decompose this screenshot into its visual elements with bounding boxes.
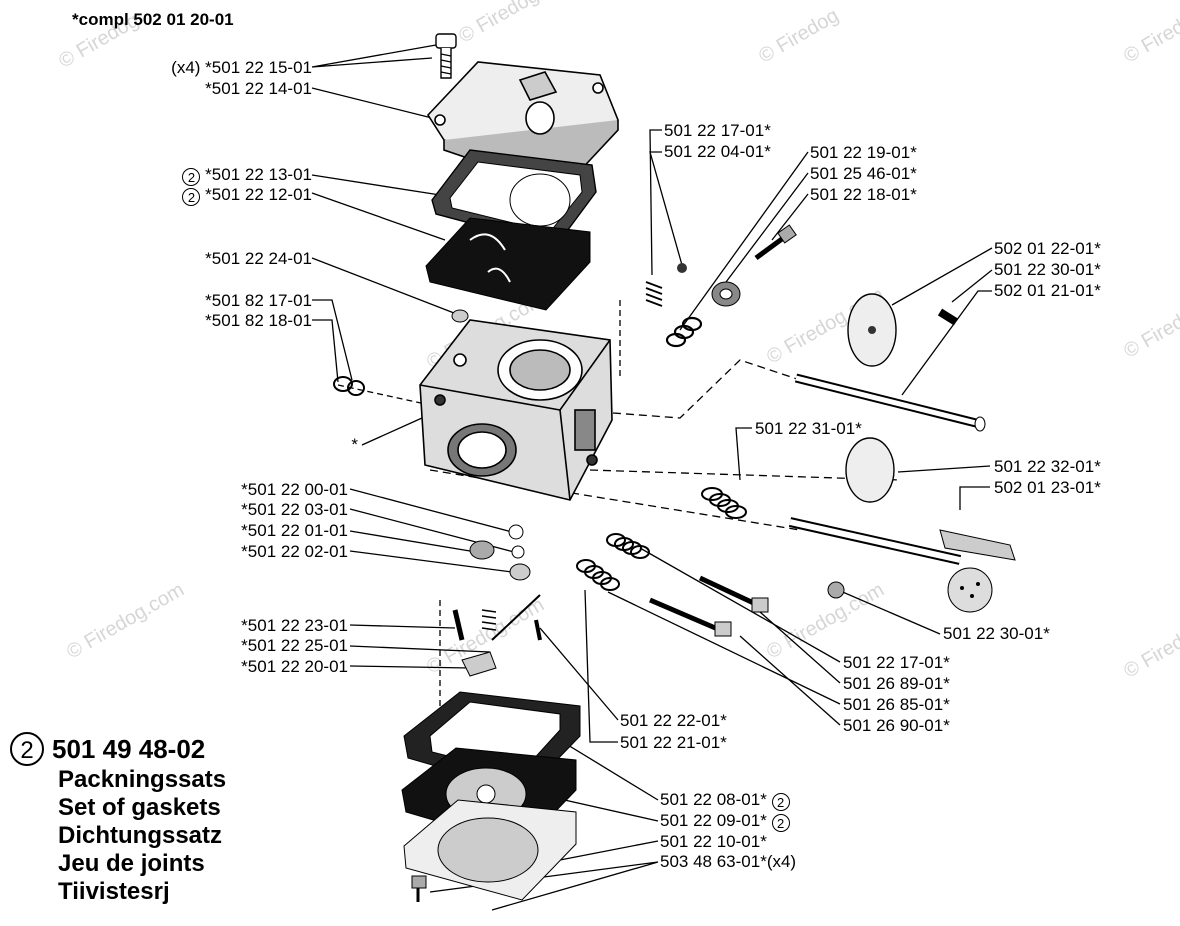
part-label: 501 22 17-01* [843,653,950,672]
part-label: *501 22 23-01 [241,616,348,635]
part-label: (x4) *501 22 15-01 [171,58,312,77]
part-label: 501 25 46-01* [810,164,917,183]
part-label: 502 01 23-01* [994,478,1101,497]
part-label: 501 22 22-01* [620,711,727,730]
part-label: *501 22 14-01 [205,79,312,98]
part-label: 501 22 09-01* 2 [660,812,790,832]
gasket-kit-name-fi: Tiivistesrj [58,878,170,905]
gasket-kit-number-row: 2 501 49 48-02 [10,732,226,766]
gasket-kit-name-fr: Jeu de joints [58,850,205,877]
part-label: *501 82 18-01 [205,311,312,330]
part-number: *501 22 12-01 [205,185,312,204]
part-number: 501 22 09-01* [660,811,767,830]
gasket-kit-mark: 2 [182,188,201,206]
gasket-kit-name-en: Set of gaskets [58,794,221,821]
gasket-kit-mark: 2 [771,793,790,811]
part-label: 502 01 21-01* [994,281,1101,300]
gasket-kit-mark: 2 [10,732,44,766]
part-label: 501 22 31-01* [755,419,862,438]
part-label: 501 26 89-01* [843,674,950,693]
gasket-kit-mark: 2 [182,168,201,186]
part-label: *501 22 20-01 [241,657,348,676]
part-label: *501 22 01-01 [241,521,348,540]
part-label: *501 22 02-01 [241,542,348,561]
gasket-kit-name-sv: Packningssats [58,766,227,793]
assembly-title: *compl 502 01 20-01 [72,10,234,29]
part-number: *501 22 13-01 [205,165,312,184]
part-label: 503 48 63-01*(x4) [660,852,797,871]
part-label: 2 *501 22 12-01 [182,186,312,206]
part-label: 501 22 18-01* [810,185,917,204]
gasket-kit-mark: 2 [771,814,790,832]
part-label: 501 22 17-01* [664,121,771,140]
part-label: 501 22 21-01* [620,733,727,752]
part-label: 501 22 04-01* [664,142,771,161]
part-label: 2 *501 22 13-01 [182,166,312,186]
part-label: *501 22 24-01 [205,249,312,268]
part-label: 501 22 32-01* [994,457,1101,476]
part-label: 502 01 22-01* [994,239,1101,258]
part-label: 501 22 08-01* 2 [660,791,790,811]
part-label: *501 22 25-01 [241,636,348,655]
part-label: 501 22 30-01* [943,624,1050,643]
part-label: 501 26 85-01* [843,695,950,714]
gasket-kit-name-de: Dichtungssatz [58,822,223,849]
part-label: * [351,435,358,454]
part-label: *501 22 00-01 [241,480,348,499]
part-label: 501 26 90-01* [843,716,950,735]
part-label: *501 82 17-01 [205,291,312,310]
gasket-kit-legend: 2 501 49 48-02 Packningssats Set of gask… [10,732,226,906]
part-label: 501 22 10-01* [660,832,767,851]
part-number: 501 22 08-01* [660,790,767,809]
part-label: *501 22 03-01 [241,500,348,519]
gasket-kit-number: 501 49 48-02 [52,734,206,764]
part-label: 501 22 19-01* [810,143,917,162]
part-label: 501 22 30-01* [994,260,1101,279]
